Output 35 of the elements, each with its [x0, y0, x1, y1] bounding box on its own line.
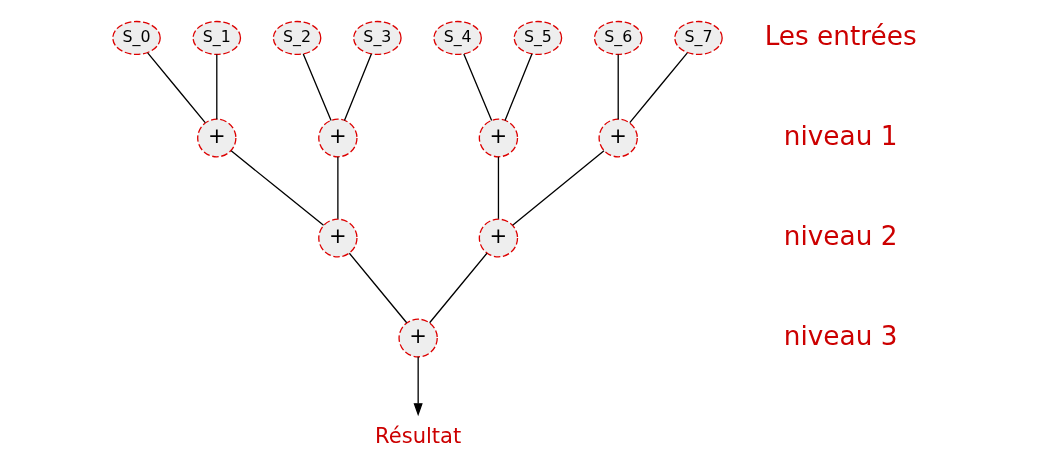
- node-circle: +: [197, 118, 237, 157]
- node-ellipse: S_3: [353, 20, 402, 55]
- arrow: [413, 355, 423, 416]
- label: niveau 2: [783, 220, 898, 251]
- connector: [216, 53, 218, 120]
- label: Les entrées: [764, 20, 917, 51]
- node-circle: +: [318, 218, 358, 257]
- node-ellipse: S_7: [674, 20, 723, 55]
- connector: [629, 51, 688, 123]
- node-ellipse: S_4: [433, 20, 482, 55]
- node-text: Résultat: [375, 422, 462, 448]
- connector: [463, 52, 493, 121]
- connector: [504, 52, 533, 121]
- connector: [337, 155, 339, 219]
- node-circle: +: [318, 118, 358, 157]
- connector: [230, 149, 325, 226]
- node-ellipse: S_5: [513, 20, 563, 55]
- connector: [428, 252, 488, 323]
- node-ellipse: S_0: [112, 20, 161, 55]
- connector: [343, 52, 373, 121]
- node-circle: +: [478, 118, 519, 157]
- node-ellipse: S_1: [192, 20, 242, 55]
- node-circle: +: [478, 218, 519, 257]
- label: niveau 1: [783, 120, 898, 151]
- connector: [348, 252, 408, 323]
- connector: [617, 53, 619, 120]
- node-ellipse: S_2: [272, 20, 322, 55]
- node-circle: +: [398, 318, 438, 357]
- node-ellipse: S_6: [593, 20, 643, 55]
- connector: [147, 51, 206, 123]
- label: niveau 3: [783, 320, 898, 351]
- connector: [511, 149, 605, 226]
- node-circle: +: [598, 118, 638, 157]
- connector: [497, 155, 500, 219]
- connector: [302, 52, 332, 121]
